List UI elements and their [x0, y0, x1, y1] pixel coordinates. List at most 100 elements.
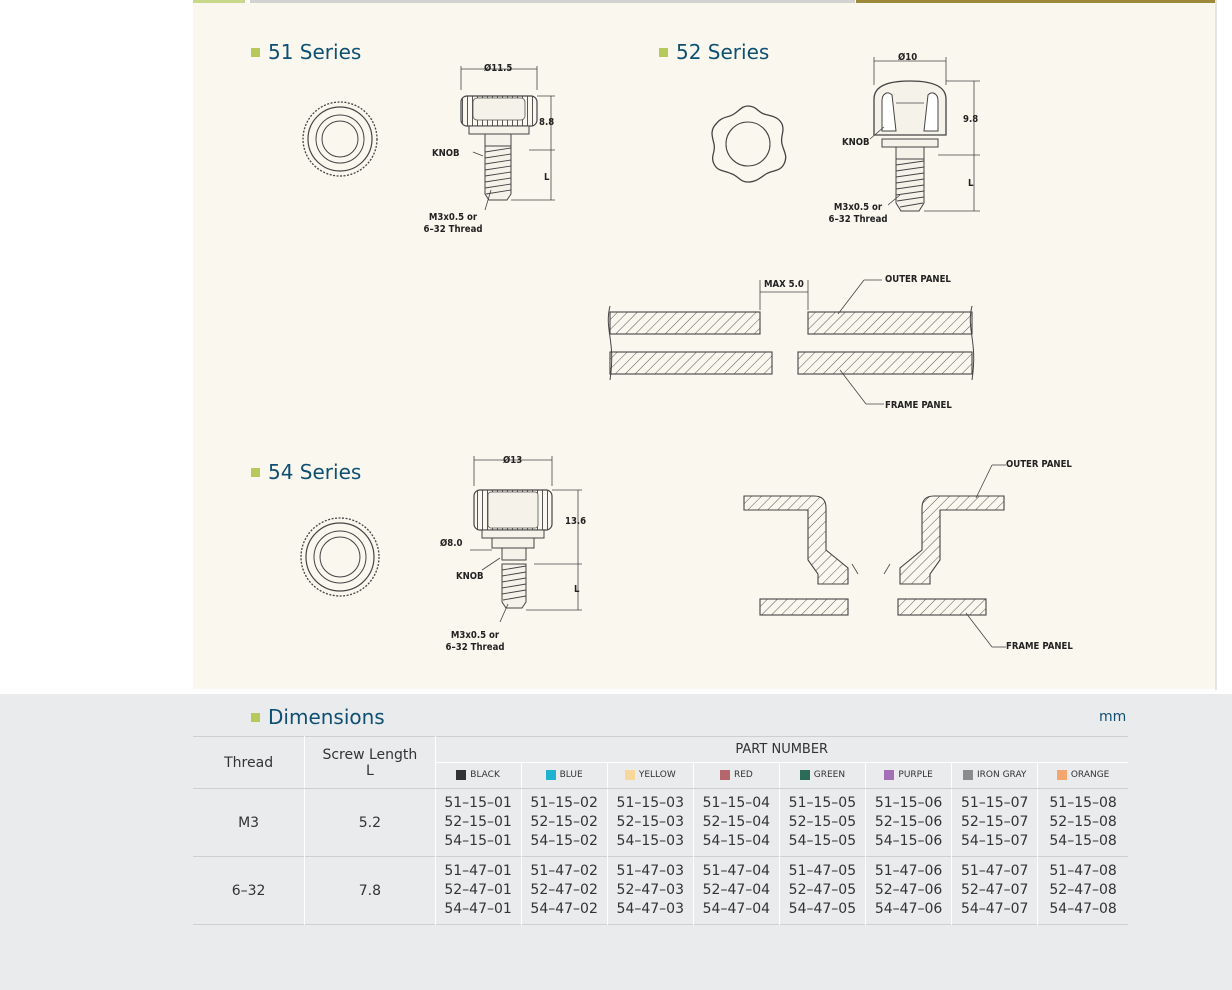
series-54-thread-line1: M3x0.5 or	[450, 630, 500, 641]
panel-outer-label: OUTER PANEL	[885, 274, 951, 285]
series-51-title: 51 Series	[251, 40, 361, 64]
header-screw-length: Screw Length L	[304, 736, 436, 789]
cell-part-numbers: 51–15–04 52–15–04 54–15–04	[693, 788, 780, 857]
series-51-thread-line2: 6–32 Thread	[423, 224, 483, 235]
bullet-square-icon	[251, 712, 260, 722]
series-51-side-view	[460, 66, 555, 211]
part-number: 52–47–04	[702, 882, 771, 898]
series-54-knob: KNOB	[456, 571, 484, 582]
color-label: YELLOW	[624, 769, 676, 780]
dimensions-title-text: Dimensions	[268, 705, 385, 729]
part-number: 54–47–07	[960, 901, 1029, 917]
bullet-square-icon	[659, 47, 668, 57]
bullet-square-icon	[251, 47, 260, 57]
dimensions-table: Thread Screw Length L PART NUMBER BLACK B…	[193, 736, 1128, 925]
part-number: 52–15–07	[960, 814, 1029, 830]
panel2-frame-label: FRAME PANEL	[1006, 641, 1073, 652]
part-number: 51–47–03	[616, 863, 684, 879]
color-header-yellow: YELLOW	[607, 762, 694, 789]
color-name: YELLOW	[638, 769, 676, 780]
color-label: IRON GRAY	[963, 769, 1027, 780]
part-number: 54–15–06	[874, 833, 943, 849]
part-number: 51–15–01	[444, 795, 512, 811]
part-number: 52–15–04	[702, 814, 771, 830]
part-number: 51–47–06	[874, 863, 943, 879]
series-51-top-view	[302, 101, 378, 177]
part-number: 54–15–08	[1049, 833, 1117, 849]
part-number: 54–15–02	[530, 833, 598, 849]
part-number: 54–47–08	[1049, 901, 1117, 917]
series-54-length: L	[574, 584, 580, 595]
part-number: 51–15–05	[788, 795, 857, 811]
series-51-thread-line1: M3x0.5 or	[428, 212, 478, 223]
part-number: 52–47–05	[788, 882, 857, 898]
panel-gap-diagram	[607, 279, 975, 405]
color-header-blue: BLUE	[521, 762, 608, 789]
part-number: 52–15–02	[530, 814, 598, 830]
series-52-height: 9.8	[963, 114, 979, 125]
color-name: ORANGE	[1070, 769, 1110, 780]
color-name: RED	[733, 769, 753, 780]
series-52-length: L	[968, 178, 974, 189]
part-number: 54–15–07	[960, 833, 1029, 849]
series-52-knob: KNOB	[842, 137, 870, 148]
cell-screw-length: 5.2	[304, 788, 436, 857]
part-number: 51–47–05	[788, 863, 857, 879]
part-number: 54–15–01	[444, 833, 512, 849]
dimensions-title: Dimensions	[251, 705, 385, 729]
part-number: 52–15–05	[788, 814, 857, 830]
part-number: 52–47–03	[616, 882, 684, 898]
unit-label: mm	[1099, 709, 1127, 725]
color-name: GREEN	[813, 769, 846, 780]
series-54-thread-line2: 6–32 Thread	[445, 642, 505, 653]
color-name: IRON GRAY	[977, 769, 1027, 780]
color-label: PURPLE	[884, 769, 933, 780]
part-number: 51–15–06	[874, 795, 943, 811]
cell-part-numbers: 51–15–06 52–15–06 54–15–06	[865, 788, 953, 857]
part-number: 52–15–01	[444, 814, 512, 830]
header-part-number: PART NUMBER	[435, 736, 1128, 763]
color-label: ORANGE	[1056, 769, 1110, 780]
part-number: 51–47–02	[530, 863, 598, 879]
color-label: BLACK	[456, 769, 500, 780]
part-number: 51–15–02	[530, 795, 598, 811]
series-51-thread: M3x0.5 or 6–32 Thread	[413, 212, 493, 236]
series-54-title: 54 Series	[251, 460, 361, 484]
series-51-length: L	[544, 172, 550, 183]
series-54-inner-dia: Ø8.0	[440, 538, 463, 549]
color-name: BLACK	[470, 769, 500, 780]
part-number: 51–15–03	[616, 795, 684, 811]
top-bar-gray	[250, 0, 855, 3]
part-number: 54–47–05	[788, 901, 857, 917]
part-number: 52–15–03	[616, 814, 684, 830]
part-number: 52–15–06	[874, 814, 943, 830]
part-number: 51–47–08	[1049, 863, 1117, 879]
part-number: 54–15–04	[702, 833, 771, 849]
series-52-thread: M3x0.5 or 6–32 Thread	[818, 202, 898, 226]
panel-frame-label: FRAME PANEL	[885, 400, 952, 411]
panel-bent-diagram	[743, 464, 1006, 648]
color-swatch-icon	[456, 769, 467, 780]
color-header-black: BLACK	[435, 762, 522, 789]
series-51-height: 8.8	[539, 117, 555, 128]
series-52-thread-line1: M3x0.5 or	[833, 202, 883, 213]
header-screw-length-text: Screw Length	[322, 746, 418, 763]
bullet-square-icon	[251, 467, 260, 477]
color-name: PURPLE	[898, 769, 933, 780]
color-swatch-icon	[719, 769, 730, 780]
header-thread: Thread	[193, 736, 306, 789]
color-swatch-icon	[884, 769, 895, 780]
cell-thread: 6–32	[193, 856, 306, 925]
color-swatch-icon	[624, 769, 635, 780]
part-number: 51–15–04	[702, 795, 771, 811]
part-number: 51–15–08	[1049, 795, 1117, 811]
series-51-title-text: 51 Series	[268, 40, 362, 64]
